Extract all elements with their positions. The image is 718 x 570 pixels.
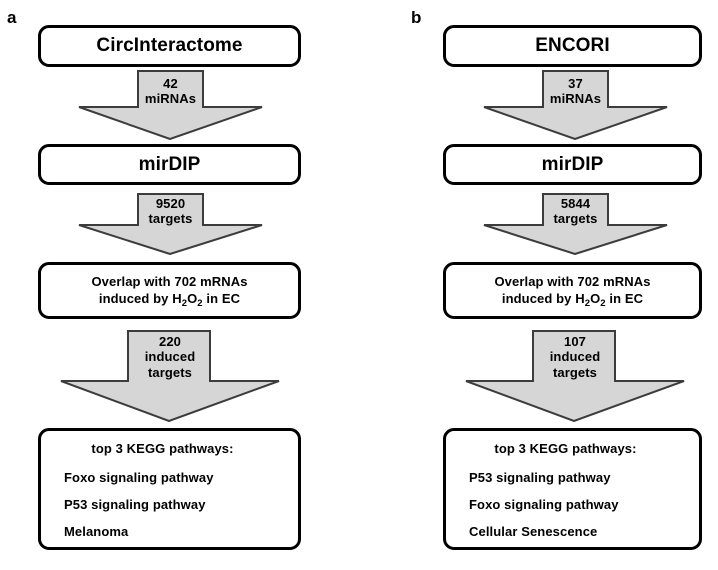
panel-a-kegg-item: P53 signaling pathway [64, 496, 206, 512]
panel-b-overlap-line2-pre: induced by H [501, 291, 585, 307]
panel-label-b: b [411, 8, 422, 27]
panel-a-kegg-list: Foxo signaling pathway P53 signaling pat… [41, 471, 298, 552]
panel-b-overlap-line2-sub1: 2 [584, 298, 591, 310]
panel-b-overlap-line2: induced by H2O2 in EC [501, 290, 644, 310]
panel-b-overlap-line2-post: in EC [605, 291, 644, 307]
panel-a-overlap-line2-pre: induced by H [98, 291, 182, 307]
panel-b-arrow-targets: 5844 targets [483, 193, 668, 255]
panel-a-overlap-line2-sub2: 2 [197, 298, 203, 310]
panel-b-overlap-line2-sub2: 2 [600, 298, 606, 310]
panel-a-kegg-results-box: top 3 KEGG pathways: Foxo signaling path… [38, 428, 301, 550]
panel-b-arrow-induced-targets: 107 induced targets [465, 330, 685, 422]
panel-b-kegg-heading: top 3 KEGG pathways: [494, 441, 637, 456]
panel-a-arrow-mirnas: 42 miRNAs [78, 70, 263, 140]
panel-b-prediction-tool-box: mirDIP [443, 144, 702, 185]
panel-a: a CircInteractome 42 miRNAs mirDIP 952 [7, 8, 301, 550]
panel-b-kegg-item: Foxo signaling pathway [469, 496, 619, 512]
panel-b-kegg-item: Cellular Senescence [469, 523, 598, 539]
panel-a-kegg-heading: top 3 KEGG pathways: [91, 441, 234, 456]
panel-a-prediction-tool-label: mirDIP [138, 153, 201, 175]
panel-label-a: a [7, 8, 17, 27]
panel-b-arrow-mirnas: 37 miRNAs [483, 70, 668, 140]
panel-b-prediction-tool-label: mirDIP [541, 153, 604, 175]
panel-b-source-database-box: ENCORI [443, 25, 702, 67]
panel-a-prediction-tool-box: mirDIP [38, 144, 301, 185]
panel-b-kegg-results-box: top 3 KEGG pathways: P53 signaling pathw… [443, 428, 702, 550]
panel-a-source-database-box: CircInteractome [38, 25, 301, 67]
panel-b-overlap-line1: Overlap with 702 mRNAs [494, 273, 651, 289]
panel-b-source-database-label: ENCORI [535, 35, 610, 57]
panel-a-overlap-line1: Overlap with 702 mRNAs [91, 273, 248, 289]
panel-a-overlap-line2-mid: O [187, 291, 198, 307]
panel-a-overlap-line2-sub1: 2 [181, 298, 188, 310]
panel-a-arrow-induced-targets: 220 induced targets [60, 330, 280, 422]
panel-b: b ENCORI 37 miRNAs mirDIP 5844 [400, 0, 718, 570]
panel-a-arrow-targets: 9520 targets [78, 193, 263, 255]
panel-a-overlap-line2-post: in EC [202, 291, 241, 307]
panel-a-kegg-item: Foxo signaling pathway [64, 469, 214, 485]
panel-a-source-database-label: CircInteractome [96, 35, 243, 57]
panel-b-kegg-list: P53 signaling pathway Foxo signaling pat… [446, 471, 699, 552]
panel-b-overlap-box: Overlap with 702 mRNAs induced by H2O2 i… [443, 262, 702, 319]
panel-a-overlap-line2: induced by H2O2 in EC [98, 290, 241, 310]
panel-b-kegg-item: P53 signaling pathway [469, 469, 611, 485]
panel-b-overlap-line2-mid: O [590, 291, 601, 307]
panel-a-kegg-item: Melanoma [64, 523, 129, 539]
panel-a-overlap-box: Overlap with 702 mRNAs induced by H2O2 i… [38, 262, 301, 319]
